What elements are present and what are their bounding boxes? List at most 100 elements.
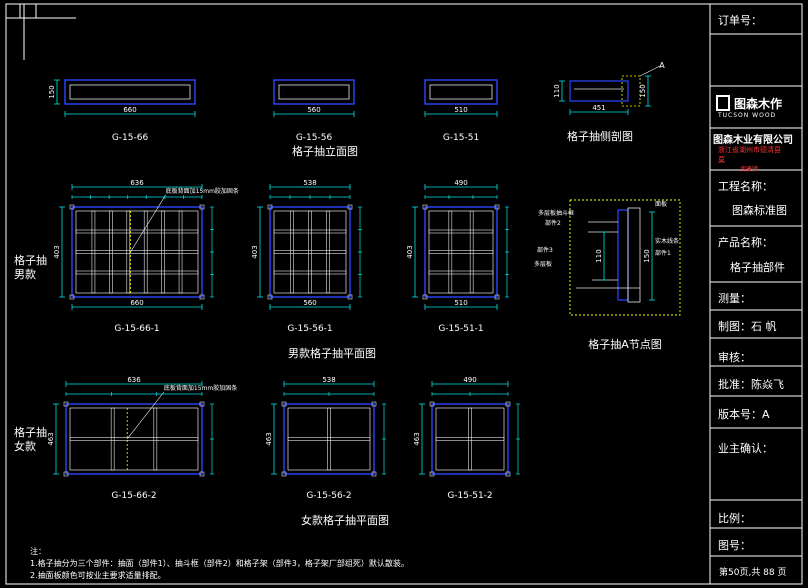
company-name: 图森木业有限公司 [713,135,793,146]
detail-a-label-1: 部件2 [545,219,561,227]
male-1-col-3 [326,210,330,294]
male-0-code: G-15-66-1 [114,324,159,334]
corner-mark-box [19,3,37,19]
detail-a-label-3: 多层板 [534,260,552,268]
section-width-dim-label: 451 [592,104,605,112]
notes-line-2: 2.抽面板颜色可按业主要求适量排配。 [30,571,166,580]
female-1-top-dim-label: 538 [322,376,335,384]
female-2-top-dim-label: 490 [463,376,476,384]
male-2-corner-1 [494,204,500,210]
female-1-height-dim-label: 463 [265,432,273,445]
female-0-code: G-15-66-2 [111,491,156,501]
female-0-corner-0 [63,401,69,407]
female-2-col-1 [468,407,472,471]
scale-label: 比例： [718,512,751,525]
male-0-corner-0 [69,204,75,210]
male-0-corner-2 [69,294,75,300]
company-logo: 图森木作 TUCSON WOOD [714,93,802,123]
male-1-corner-1 [347,204,353,210]
male-2-row-1 [428,229,494,234]
female-0-col-2 [153,407,158,471]
female-0-outline [65,403,203,475]
male-1-corner-2 [267,294,273,300]
male-2-col-1 [448,210,453,294]
elevation-2-outline [424,79,498,105]
male-caption: 男款格子抽平面图 [288,346,376,360]
detail-a-label-4: 面板 [655,200,667,208]
male-1-code: G-15-56-1 [287,324,332,334]
male-1-row-2 [273,250,347,254]
male-0-corner-1 [199,204,205,210]
approve-label: 批准：陈焱飞 [718,378,784,391]
female-0-row-1 [69,437,199,441]
female-1-corner-2 [281,471,287,477]
notes-heading: 注： [30,547,46,556]
detail-a-frame [569,199,681,316]
male-0-col-6 [178,210,183,294]
male-0-row-3 [75,270,199,275]
male-0-row-2 [75,250,199,254]
detail-a-label-5: 实木线条 [655,237,679,245]
male-0-top-dim-label: 636 [130,179,144,187]
male-0-bottom-dim-label: 660 [130,299,143,307]
logo-cn: 图森木作 [734,97,783,111]
female-0-top-dim-label: 636 [127,376,141,384]
section-height-dim-2-label: 150 [639,84,647,97]
female-1-row-1 [287,437,371,441]
notes-line-1: 1.格子抽分为三个部件：抽面（部件1）、抽斗框（部件2）和格子架（部件3，格子架… [30,559,409,568]
male-0-callout: 底板背面加15mm胶加固条 [166,187,239,195]
male-1-height-dim-label: 403 [251,245,259,258]
female-2-corner-1 [505,401,511,407]
drafter-label: 制图：石 帆 [718,320,777,333]
product-name-label: 产品名称： [718,236,773,249]
male-2-outline [424,206,498,298]
sheet-frame [5,3,803,585]
detail-a-label-2: 部件3 [537,246,553,254]
male-0-col-2 [109,210,113,294]
male-1-top-dim-label: 538 [303,179,316,187]
male-1-corner-0 [267,204,273,210]
project-name-label: 工程名称： [718,180,773,193]
section-marker-leader [639,65,661,77]
female-0-callout: 底板背面加15mm胶加固条 [164,384,237,392]
male-1-outline [269,206,351,298]
elevation-0-height-dim-label: 150 [48,85,56,98]
company-address-2: 莫 [718,156,725,164]
company-address-red: 武康镇 [740,166,759,173]
female-2-corner-2 [429,471,435,477]
male-2-col-2 [469,210,474,294]
page-number: 第50页,共 88 页 [719,568,787,578]
detail-a-panel [617,209,629,301]
female-2-row-1 [435,437,505,441]
elevation-0-code: G-15-66 [112,133,149,143]
company-address: 浙江省湖州市德清县 [718,146,781,154]
male-2-bottom-dim-label: 510 [454,299,467,307]
female-1-inner [287,407,371,471]
male-0-corner-3 [199,294,205,300]
version-label: 版本号：A [718,408,770,421]
female-caption: 女款格子抽平面图 [301,513,389,527]
male-1-row-3 [273,270,347,275]
male-2-height-dim-label: 403 [406,245,414,258]
female-0-height-dim-label: 463 [47,432,55,445]
male-0-col-1 [91,210,96,294]
female-0-col-1 [110,407,115,471]
elevation-0-outline [64,79,196,105]
male-2-corner-3 [494,294,500,300]
male-2-row-3 [428,270,494,275]
section-height-dim-label: 110 [553,84,561,97]
elevation-1-width-dim-label: 560 [307,106,320,114]
section-caption: 格子抽侧剖图 [567,129,633,143]
section-outline [569,80,629,102]
section-marker-letter: A [659,61,665,70]
male-1-col-2 [308,210,312,294]
male-0-outline [71,206,203,298]
male-2-corner-2 [422,294,428,300]
detail-a-label-0: 多层板抽斗框 [538,209,574,217]
detail-a-height-dim-label: 110 [595,249,603,262]
female-1-code: G-15-56-2 [306,491,351,501]
section-detail-marker [621,75,641,107]
project-name-value: 图森标准图 [732,204,787,217]
